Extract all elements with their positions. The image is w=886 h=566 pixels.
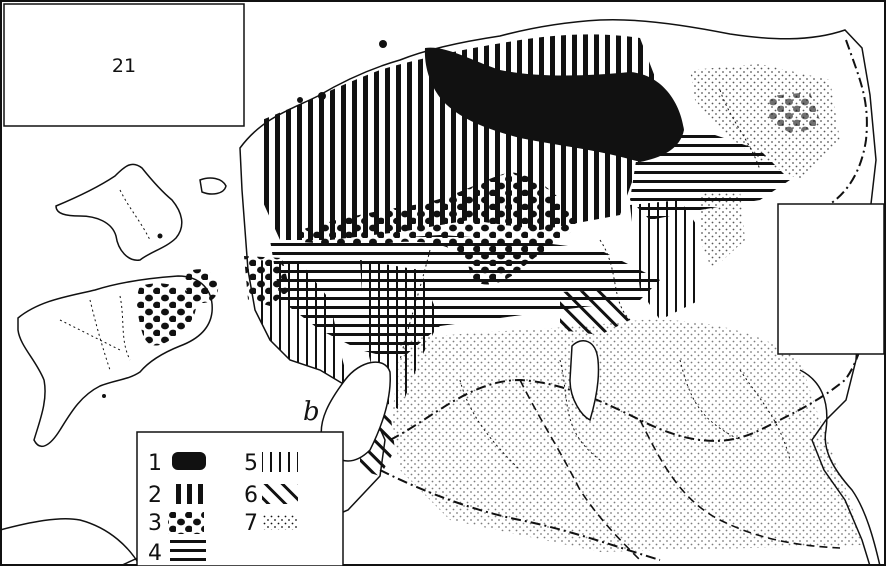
island-northwest: [55, 163, 183, 261]
island-west-dots: [136, 283, 197, 346]
inset-blank-box: [777, 203, 885, 355]
legend-key-2: 2: [148, 483, 162, 508]
legend-swatch-7: [262, 514, 298, 530]
legend-key-6: 6: [244, 483, 258, 508]
zone-1-solid: [424, 47, 684, 162]
legend-swatch-3: [168, 512, 204, 534]
islet-small-4: [379, 40, 387, 48]
legend-swatch-1: [172, 452, 206, 470]
coastline-east: [799, 369, 881, 566]
panel-letter: b: [303, 397, 320, 427]
island-islet-dots: [185, 269, 219, 304]
sheet-number: 21: [112, 55, 136, 77]
zone-3-dots-west: [244, 256, 290, 306]
island-parish-boundaries: [59, 295, 131, 371]
legend: 1 2 3 4 5 6 7: [136, 431, 344, 566]
border-line-inner: [519, 379, 641, 561]
border-line-inner-2: [639, 419, 841, 549]
legend-swatch-4: [170, 540, 206, 564]
border-line-east: [819, 39, 868, 211]
parish-boundaries: [399, 89, 791, 471]
zone-3-dots-northeast: [768, 92, 822, 134]
islet-small-6: [102, 394, 106, 398]
coastline-southwest: [0, 517, 141, 566]
legend-box: [136, 431, 344, 566]
zone-7-fine-south: [392, 319, 862, 552]
zone-5-vertical-thin-east: [630, 200, 700, 320]
islet-small-5: [157, 233, 163, 239]
legend-key-4: 4: [148, 541, 162, 566]
legend-key-3: 3: [148, 511, 162, 536]
legend-key-7: 7: [244, 511, 258, 536]
border-line-southwest: [379, 469, 661, 561]
lake: [569, 340, 600, 422]
zone-7-fine-east: [700, 190, 745, 270]
island-northwest-boundaries: [119, 189, 151, 241]
sheet-number-box: [3, 3, 245, 127]
legend-swatch-5: [262, 452, 298, 472]
legend-swatch-2: [172, 484, 206, 504]
islet-small-3: [318, 92, 326, 100]
legend-key-1: 1: [148, 451, 162, 476]
islet-small-1: [199, 177, 227, 195]
islet-small-2: [297, 97, 303, 103]
zone-3-dots-belt: [300, 172, 578, 285]
legend-key-5: 5: [244, 451, 258, 476]
legend-swatch-6: [262, 484, 298, 504]
mainland-outline: [119, 18, 877, 566]
